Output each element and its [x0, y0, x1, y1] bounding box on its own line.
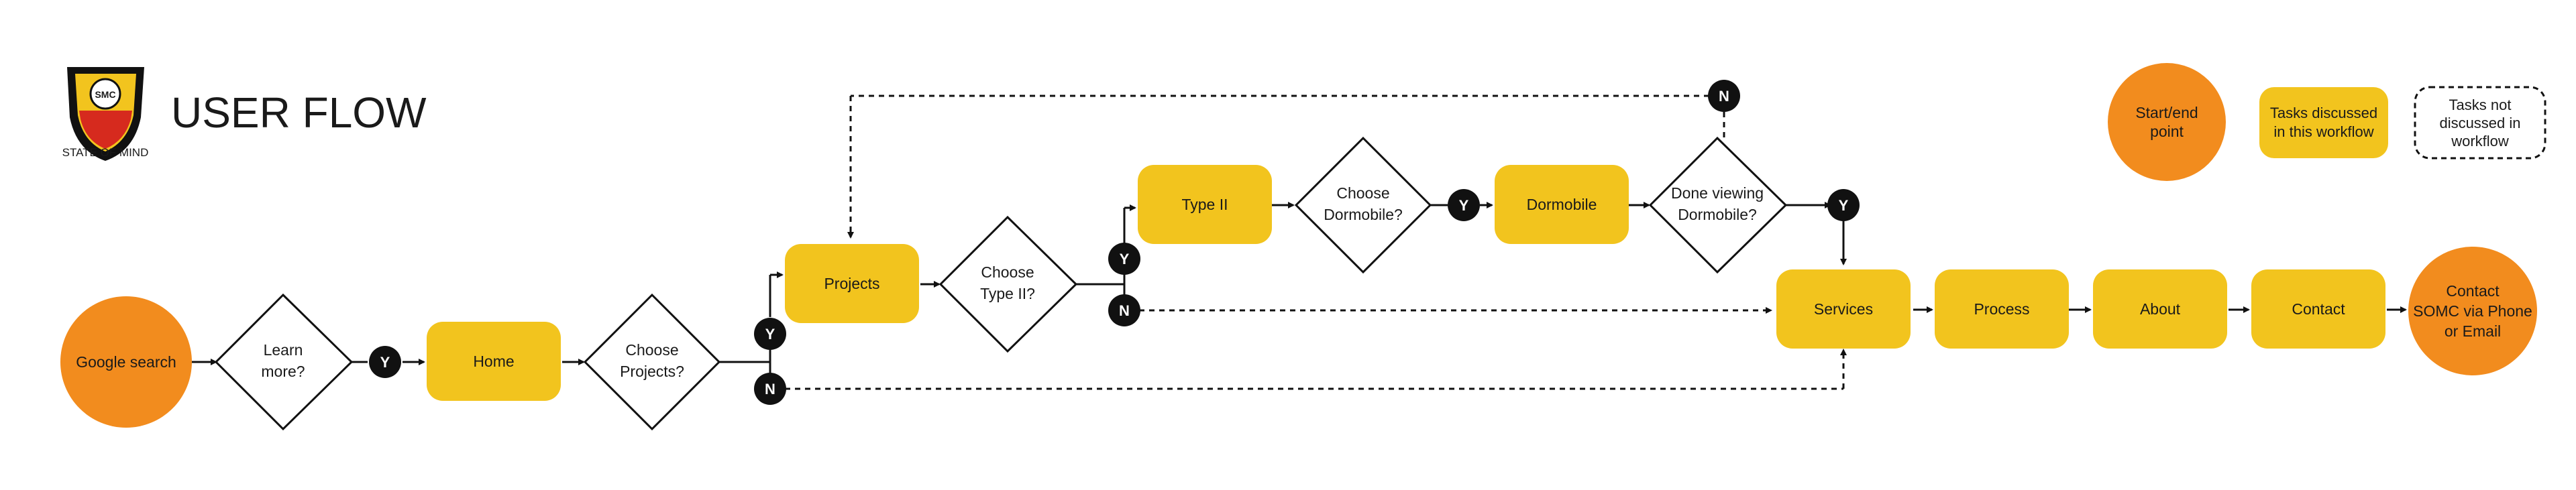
svg-text:N: N [765, 381, 775, 397]
svg-text:N: N [1119, 302, 1130, 319]
decision-learn-more-line1: Learn [264, 341, 303, 359]
decision-learn-more: Learn more? [214, 293, 354, 431]
logo-text: STATE OF MIND [62, 146, 149, 159]
node-contact-somc-line2: SOMC via Phone [2413, 302, 2532, 320]
legend-task-discussed: Tasks discussed in this workflow [2259, 87, 2388, 158]
task-projects: Projects [785, 244, 919, 323]
decision-choose-type2-line1: Choose [981, 263, 1034, 281]
decision-done-viewing: Done viewing Dormobile? [1648, 136, 1788, 274]
flame-icon [79, 111, 132, 149]
task-type2-label: Type II [1181, 196, 1228, 213]
svg-text:N: N [1719, 88, 1729, 105]
legend-task-discussed-line1: Tasks discussed [2270, 105, 2377, 121]
node-contact-somc-line1: Contact [2446, 282, 2500, 300]
decision-done-viewing-line2: Dormobile? [1678, 206, 1757, 223]
task-dormobile-label: Dormobile [1527, 196, 1597, 213]
page-title: USER FLOW [171, 88, 427, 137]
logo: SMC STATE OF MIND [62, 67, 149, 161]
badge-y-type2: Y [1108, 243, 1140, 275]
legend-task-not-discussed-line1: Tasks not [2449, 97, 2512, 113]
task-process: Process [1935, 269, 2069, 349]
decision-choose-type2: Choose Type II? [938, 215, 1078, 353]
decision-choose-projects-line2: Projects? [620, 363, 684, 380]
decision-done-viewing-line1: Done viewing [1671, 184, 1764, 202]
badge-y-learn: Y [369, 346, 401, 378]
task-services-label: Services [1814, 300, 1873, 318]
decision-choose-dormobile-line2: Dormobile? [1324, 206, 1403, 223]
decision-learn-more-line2: more? [261, 363, 305, 380]
decision-choose-projects-line1: Choose [625, 341, 678, 359]
badge-n-projects: N [754, 373, 786, 405]
svg-text:Y: Y [765, 326, 775, 343]
legend-start-end-line2: point [2150, 123, 2184, 140]
task-about: About [2093, 269, 2227, 349]
task-home: Home [427, 322, 561, 401]
badge-n-done: N [1708, 80, 1740, 112]
decision-choose-projects: Choose Projects? [583, 293, 721, 431]
legend-task-not-discussed-line3: workflow [2451, 133, 2509, 149]
legend-task-not-discussed: Tasks not discussed in workflow [2414, 86, 2546, 160]
task-contact: Contact [2251, 269, 2385, 349]
legend-task-discussed-line2: in this workflow [2273, 123, 2373, 140]
svg-text:Y: Y [1120, 251, 1130, 267]
svg-text:Y: Y [1459, 197, 1469, 214]
decision-choose-type2-line2: Type II? [980, 285, 1035, 302]
task-process-label: Process [1974, 300, 2029, 318]
legend-start-end: Start/end point [2108, 63, 2226, 181]
legend: Start/end point Tasks discussed in this … [2108, 63, 2546, 181]
legend-start-end-line1: Start/end [2135, 104, 2198, 121]
svg-text:Y: Y [380, 354, 390, 371]
decision-choose-dormobile-line1: Choose [1336, 184, 1389, 202]
badge-y-done: Y [1827, 189, 1860, 221]
node-google-search: Google search [60, 296, 192, 428]
node-google-search-label: Google search [76, 353, 176, 371]
legend-task-not-discussed-line2: discussed in [2439, 115, 2520, 131]
task-projects-label: Projects [824, 275, 879, 292]
task-home-label: Home [473, 353, 514, 370]
connectors [192, 95, 2407, 390]
badge-n-type2: N [1108, 294, 1140, 326]
svg-text:Google search: Google search [76, 353, 176, 371]
task-type2: Type II [1138, 165, 1272, 244]
logo-emblem [89, 78, 121, 110]
node-contact-somc: Contact SOMC via Phone or Email [2408, 247, 2537, 375]
node-contact-somc-line3: or Email [2445, 322, 2501, 340]
logo-badge: SMC [95, 89, 115, 100]
badge-y-dormobile: Y [1448, 189, 1480, 221]
svg-text:Y: Y [1839, 197, 1849, 214]
task-services: Services [1776, 269, 1911, 349]
task-about-label: About [2140, 300, 2181, 318]
badge-y-projects: Y [754, 318, 786, 350]
task-contact-label: Contact [2292, 300, 2345, 318]
decision-choose-dormobile: Choose Dormobile? [1294, 136, 1432, 274]
task-dormobile: Dormobile [1495, 165, 1629, 244]
